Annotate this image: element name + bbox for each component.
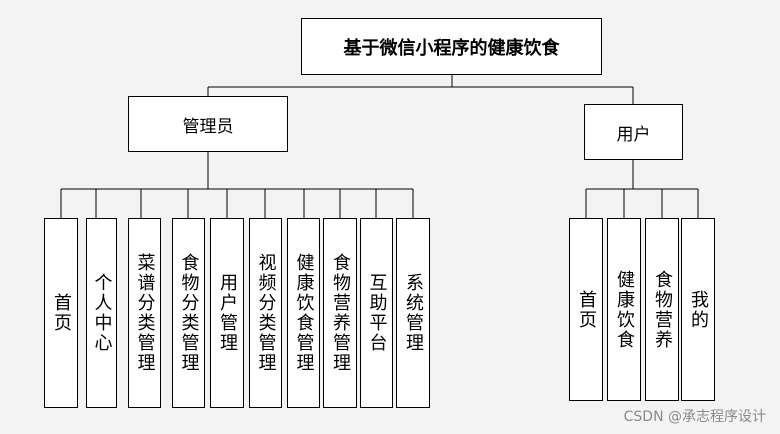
admin-node: 管理员 xyxy=(128,96,288,152)
admin-child-node: 系统管理 xyxy=(396,218,430,408)
admin-child-node: 食物分类管理 xyxy=(172,218,205,408)
admin-child-label: 视频分类管理 xyxy=(255,253,277,373)
admin-child-label: 互助平台 xyxy=(366,273,388,353)
admin-child-node: 菜谱分类管理 xyxy=(128,218,161,408)
admin-child-label: 健康饮食管理 xyxy=(293,253,315,373)
admin-child-label: 食物分类管理 xyxy=(178,253,200,373)
user-child-label: 我的 xyxy=(688,289,709,330)
root-node: 基于微信小程序的健康饮食 xyxy=(301,18,602,75)
admin-child-label: 系统管理 xyxy=(403,273,424,353)
user-child-node: 食物营养 xyxy=(645,218,679,401)
admin-child-node: 视频分类管理 xyxy=(249,218,282,408)
admin-child-node: 食物营养管理 xyxy=(323,218,357,408)
admin-child-node: 首页 xyxy=(44,218,78,408)
user-child-node: 健康饮食 xyxy=(607,218,641,401)
admin-child-label: 菜谱分类管理 xyxy=(134,253,156,373)
admin-child-label: 用户管理 xyxy=(217,273,238,353)
user-child-label: 食物营养 xyxy=(652,269,673,350)
user-node: 用户 xyxy=(584,104,683,160)
admin-child-node: 个人中心 xyxy=(86,218,117,408)
admin-child-node: 健康饮食管理 xyxy=(287,218,320,408)
user-child-label: 首页 xyxy=(576,289,597,330)
admin-label: 管理员 xyxy=(182,116,234,137)
user-child-label: 健康饮食 xyxy=(614,269,635,350)
user-label: 用户 xyxy=(616,124,651,145)
watermark: CSDN @承志程序设计 xyxy=(623,409,766,425)
admin-child-label: 食物营养管理 xyxy=(330,253,351,373)
user-child-node: 我的 xyxy=(681,218,715,401)
admin-child-label: 首页 xyxy=(51,293,72,333)
admin-child-node: 用户管理 xyxy=(210,218,244,408)
admin-child-label: 个人中心 xyxy=(91,273,113,353)
user-child-node: 首页 xyxy=(569,218,603,401)
admin-child-node: 互助平台 xyxy=(360,218,393,408)
root-label: 基于微信小程序的健康饮食 xyxy=(343,37,560,59)
